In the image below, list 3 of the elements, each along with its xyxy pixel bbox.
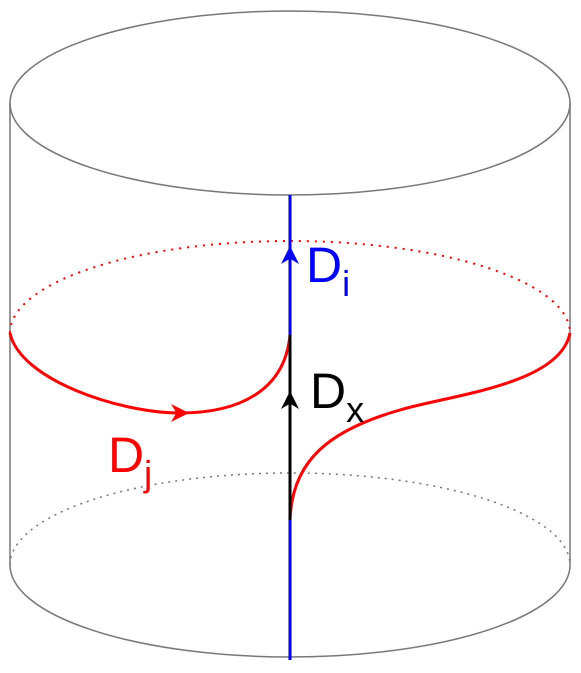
math-label: D$_{i}$ — [306, 240, 350, 302]
math-label: D$_{j}$ — [108, 430, 152, 492]
math-label: D$_{x}$ — [310, 366, 364, 428]
